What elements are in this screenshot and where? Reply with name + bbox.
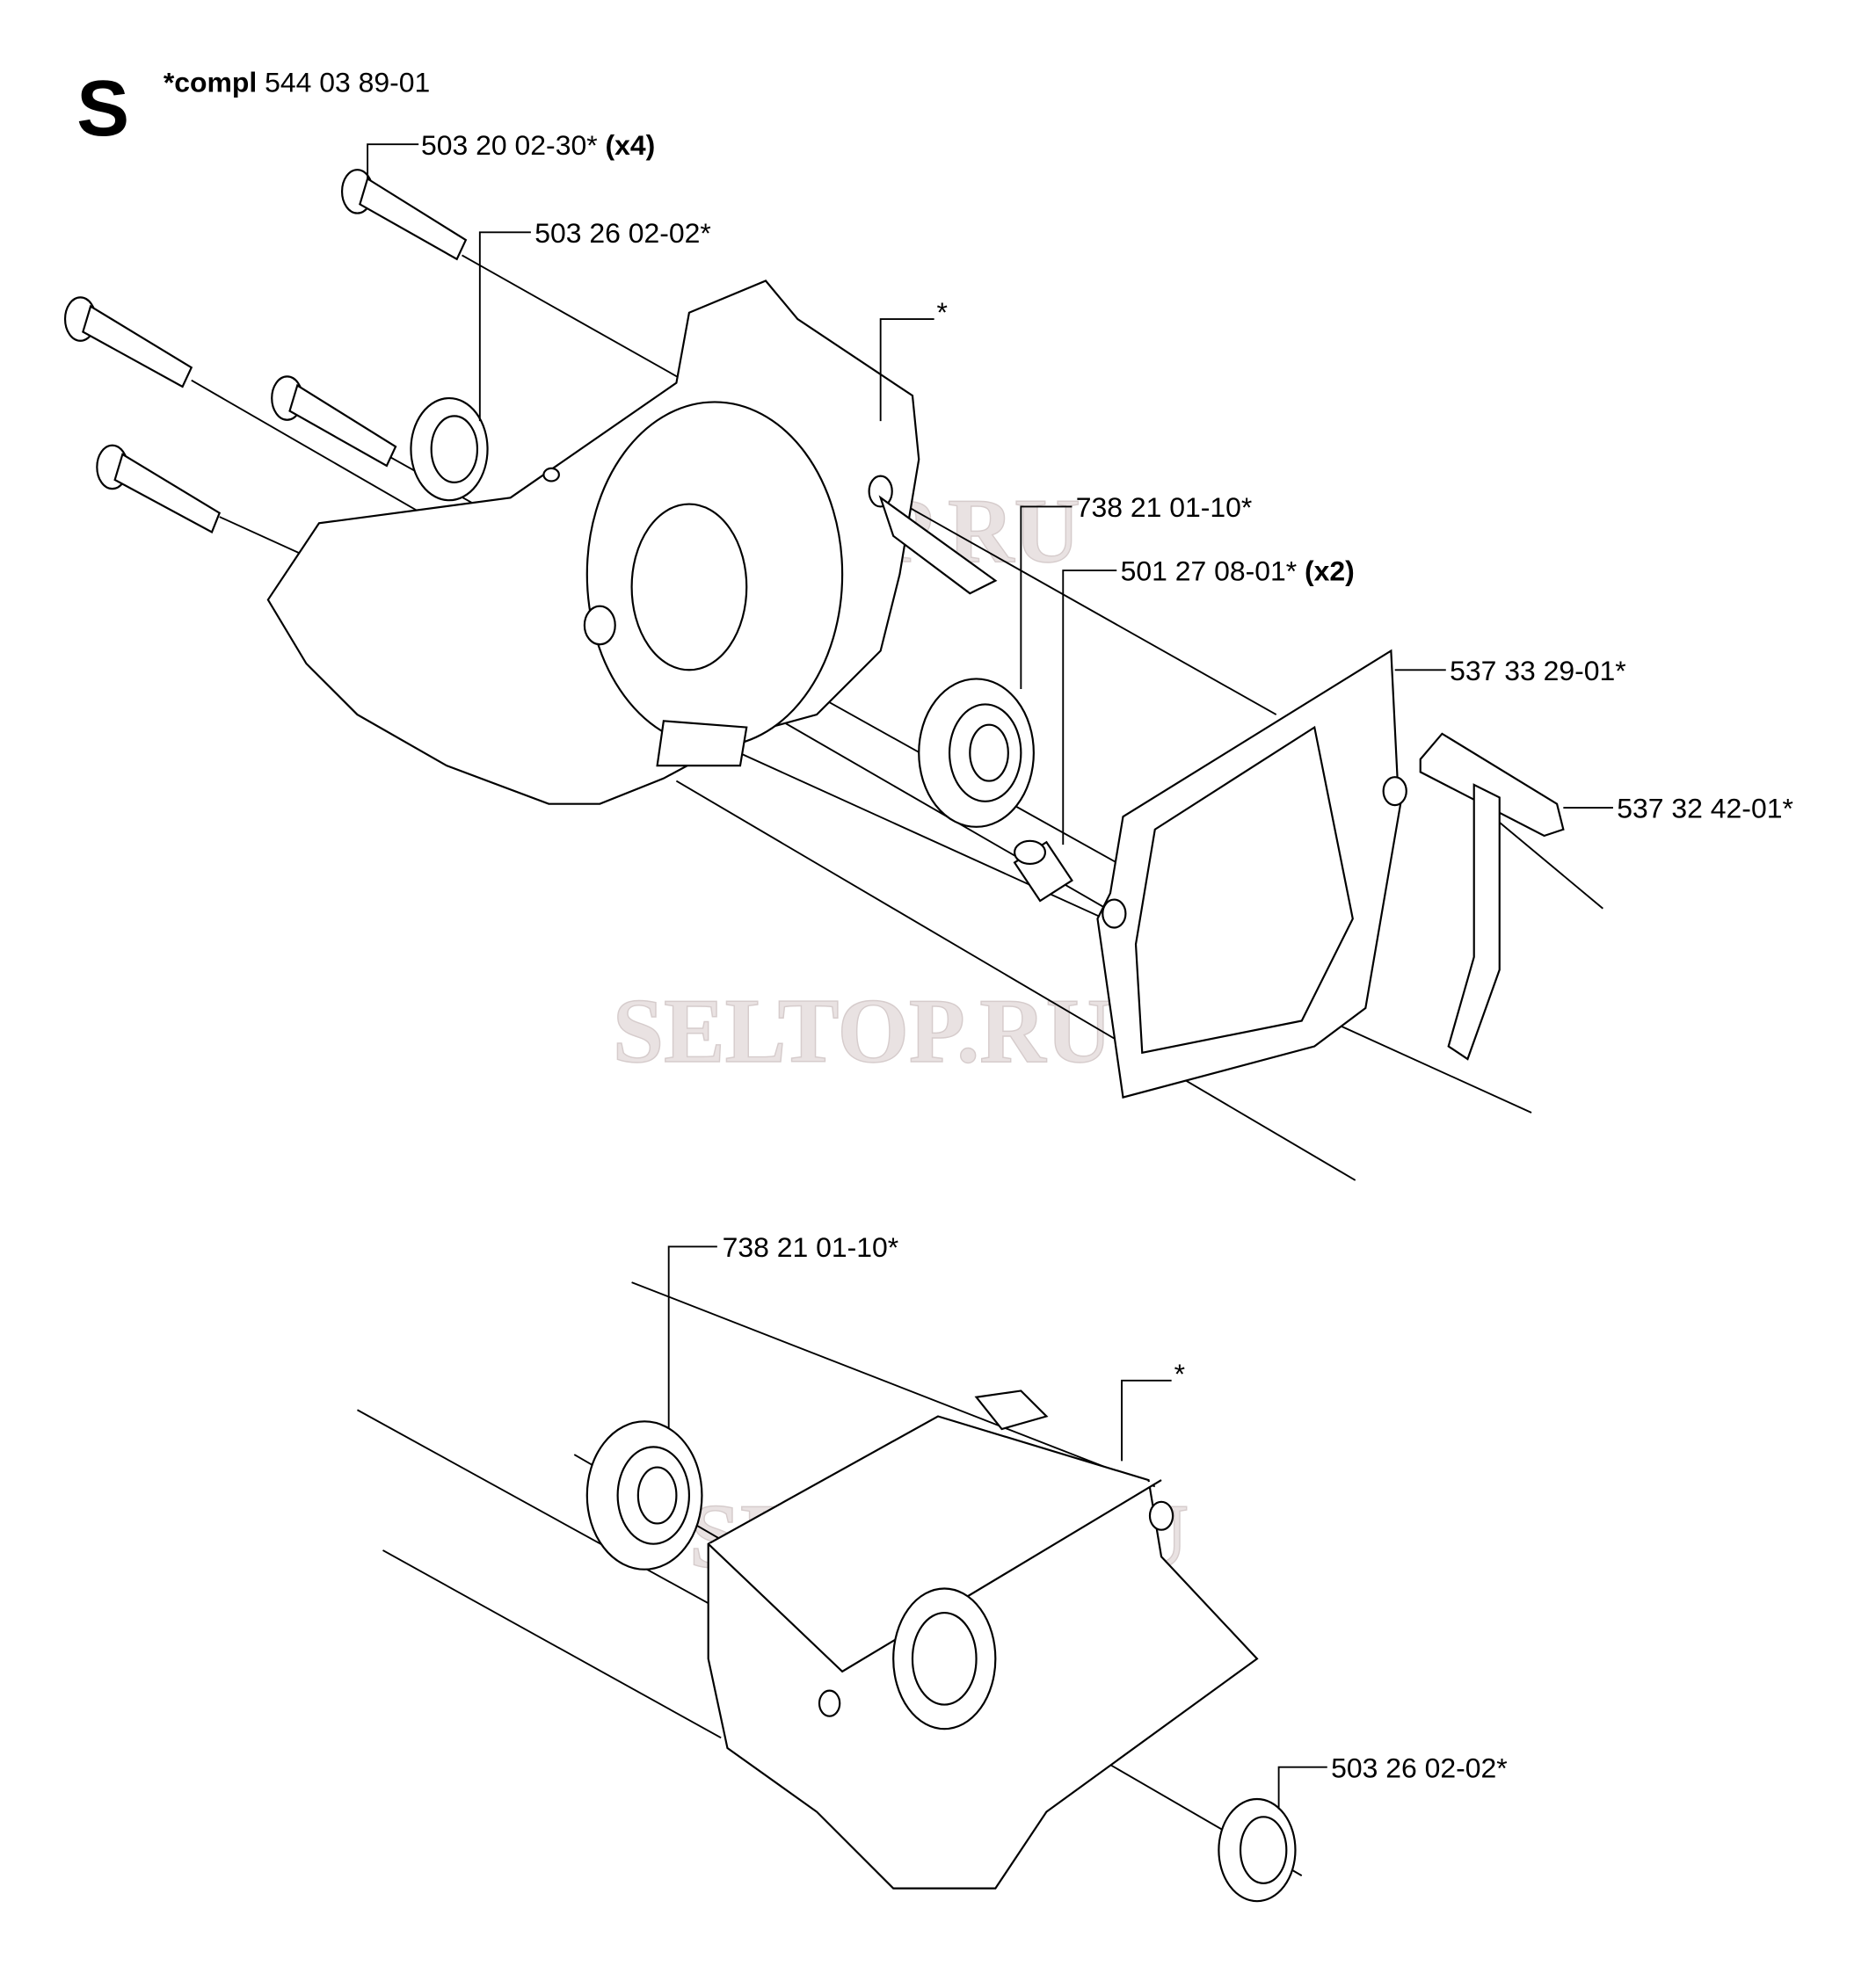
- callout-label: 537 32 42-01*: [1617, 793, 1793, 824]
- section-letter: S: [76, 65, 129, 153]
- bolt: [96, 444, 222, 534]
- crankcase-half-left: [266, 279, 998, 805]
- callout-label: 738 21 01-10*: [1076, 491, 1253, 523]
- bolt: [63, 296, 193, 388]
- retainer-clip: [1419, 732, 1565, 1061]
- callout-label: *: [937, 296, 948, 328]
- callout-label: *: [1174, 1358, 1185, 1389]
- watermark: SELTOP.RU: [613, 980, 1112, 1082]
- crankcase-half-right: [707, 1389, 1259, 1890]
- oil-seal: [1218, 1797, 1297, 1903]
- callout-label: 537 33 29-01*: [1450, 655, 1626, 686]
- callout-label: 503 26 02-02*: [534, 217, 711, 249]
- ball-bearing: [585, 1420, 703, 1571]
- leader-lines: [367, 143, 1613, 1810]
- bolt: [340, 169, 468, 261]
- bolt-group: [63, 169, 468, 534]
- callout-label: 501 27 08-01* (x2): [1121, 555, 1355, 587]
- ball-bearing: [918, 678, 1035, 828]
- oil-seal: [410, 396, 489, 502]
- assembly-label: *compl 544 03 89-01: [164, 67, 430, 98]
- gasket: [1096, 649, 1407, 1099]
- callout-label: 503 26 02-02*: [1331, 1752, 1508, 1783]
- sleeve: [1013, 839, 1073, 903]
- callout-label: 503 20 02-30* (x4): [421, 129, 655, 161]
- bolt: [271, 375, 397, 468]
- callout-label: 738 21 01-10*: [723, 1231, 899, 1263]
